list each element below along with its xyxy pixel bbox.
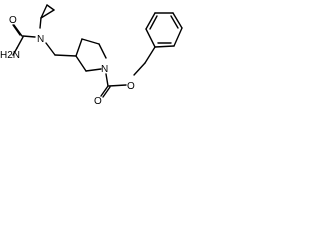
benzene-ring bbox=[144, 12, 183, 64]
cyclopropyl-ring bbox=[39, 4, 55, 29]
pyrrolidine-ring bbox=[75, 38, 107, 72]
glycinamide-chain bbox=[12, 24, 36, 56]
amide-nitrogen-label: N bbox=[37, 34, 44, 45]
structure-diagram: H2N N O N O O bbox=[0, 4, 183, 104]
carbonyl-oxygen-label: O bbox=[9, 15, 17, 26]
amine-nitrogen-label: H2N bbox=[0, 50, 20, 61]
ester-oxygen-label: O bbox=[127, 81, 135, 92]
methylene-linker bbox=[45, 42, 77, 57]
ring-nitrogen-label: N bbox=[101, 64, 108, 75]
carbamate-group bbox=[100, 62, 146, 98]
ester-carbonyl-oxygen-label: O bbox=[94, 96, 102, 104]
